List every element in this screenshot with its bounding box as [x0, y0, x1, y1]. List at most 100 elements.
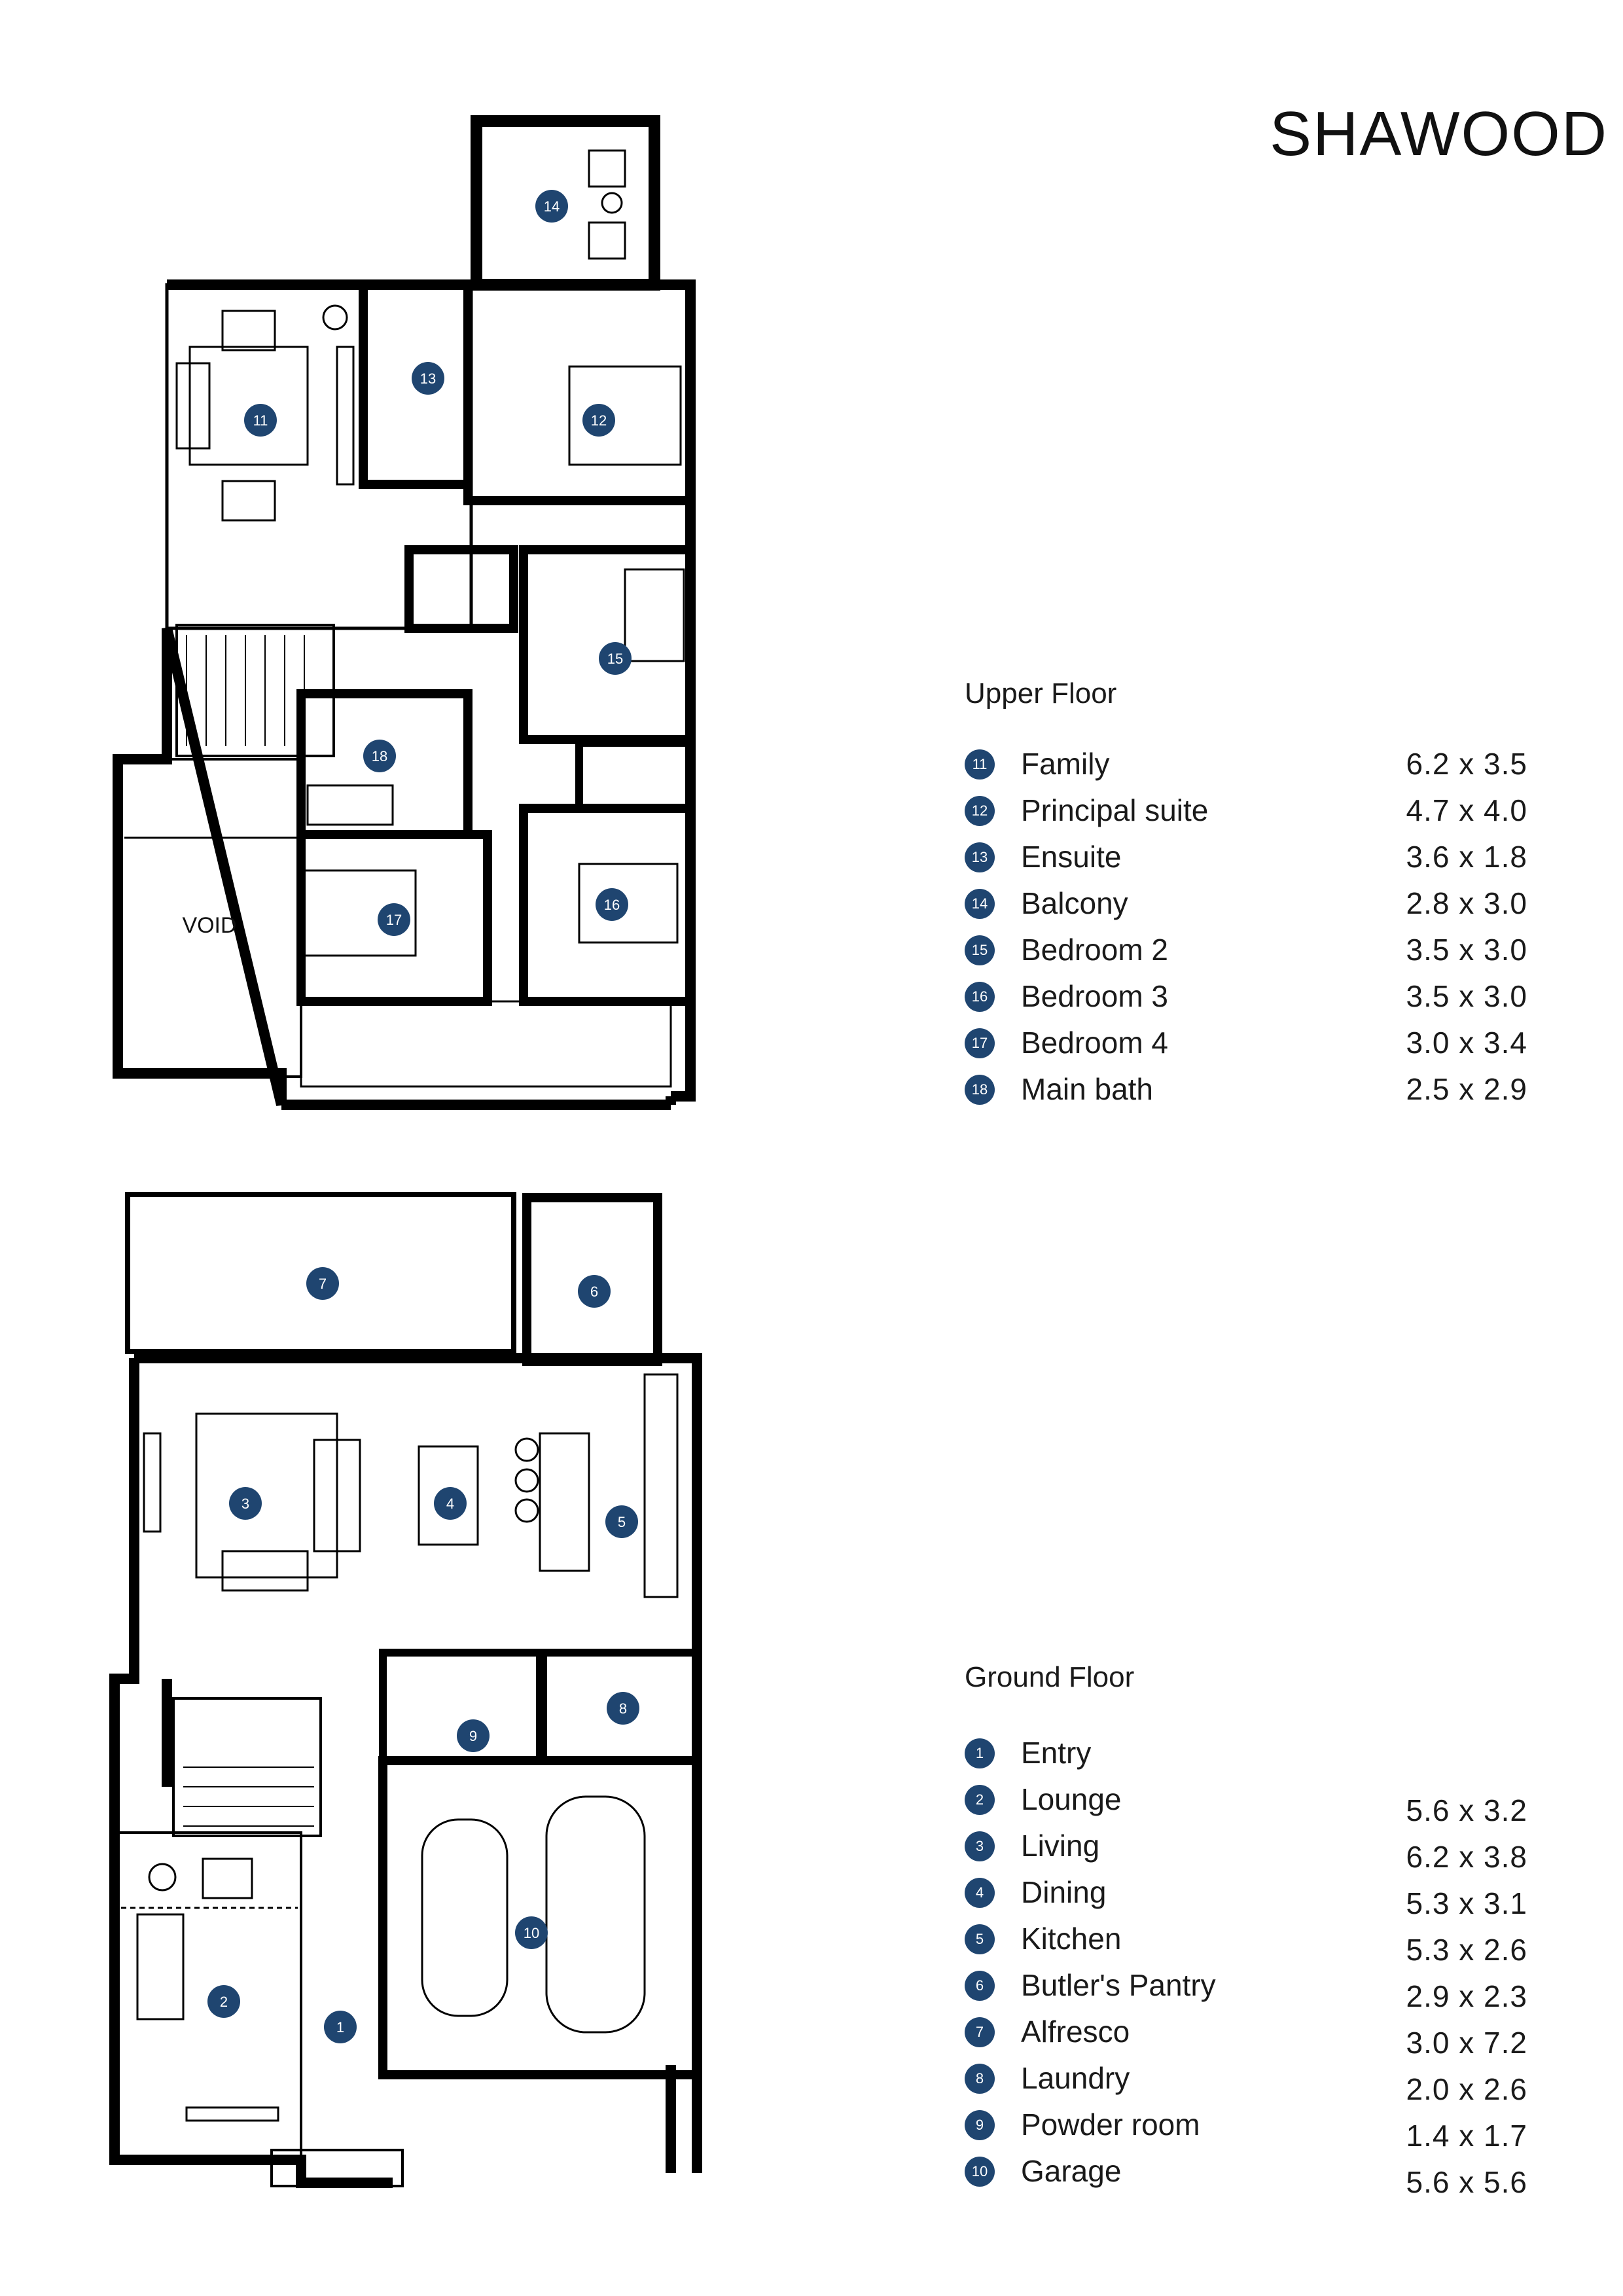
room-name: Dining [1021, 1875, 1107, 1909]
lounge-walls [113, 1831, 302, 2161]
upper-core [404, 545, 518, 633]
legend-row: 5 Kitchen [965, 1919, 1527, 1965]
plan-room-badge [412, 362, 444, 395]
room-number-badge: 14 [965, 889, 995, 919]
plan-room-badge [599, 642, 632, 675]
room-dimension: 3.0 x 3.4 [1406, 1026, 1527, 1060]
room-name: Bedroom 2 [1021, 933, 1169, 967]
plan-room-number: 13 [420, 370, 436, 387]
ground-floor-title: Ground Floor [965, 1661, 1135, 1693]
brand-logo: SHAWOOD [1270, 99, 1609, 169]
room-number-badge: 15 [965, 935, 995, 965]
room-number-badge: 2 [965, 1785, 995, 1815]
plan-room-number: 2 [220, 1994, 228, 2010]
room-number-badge: 6 [965, 1971, 995, 2001]
room-number-badge: 17 [965, 1028, 995, 1058]
room-name: Alfresco [1021, 2015, 1130, 2049]
room-name: Laundry [1021, 2061, 1130, 2095]
room-name: Main bath [1021, 1072, 1154, 1106]
plan-room-badge [207, 1985, 240, 2018]
room-dimension: 5.3 x 2.6 [1406, 1933, 1527, 1967]
room-dimension: 5.6 x 5.6 [1406, 2165, 1527, 2199]
alfresco-walls [125, 1192, 516, 1354]
plan-room-badge [607, 1692, 639, 1725]
family-room [165, 283, 473, 630]
legend-row: 8 Laundry [965, 2058, 1527, 2105]
bedroom-4-bed [303, 869, 417, 957]
room-name: Family [1021, 747, 1110, 781]
linen-cupboard [575, 739, 694, 812]
legend-row: 18 Main bath [965, 1069, 1527, 1116]
room-name: Living [1021, 1829, 1100, 1863]
room-dimension: 3.5 x 3.0 [1406, 933, 1527, 967]
plan-room-number: 11 [253, 412, 268, 429]
room-dimension: 2.8 x 3.0 [1406, 886, 1527, 920]
ground-floor-plan [109, 1192, 702, 2188]
room-number-badge: 7 [965, 2017, 995, 2047]
principal-suite-walls [463, 280, 695, 505]
room-number-badge: 1 [965, 1738, 995, 1768]
plan-room-number: 12 [591, 412, 607, 429]
plan-room-badge [457, 1719, 490, 1752]
ground-outer-wall [109, 1353, 702, 2188]
principal-bed [568, 365, 682, 466]
plan-room-number: 5 [618, 1514, 626, 1530]
room-name: Bedroom 4 [1021, 1026, 1169, 1060]
room-number-badge: 10 [965, 2157, 995, 2187]
room-number-badge: 4 [965, 1878, 995, 1908]
plan-room-badge [306, 1267, 339, 1300]
plan-room-number: 18 [372, 748, 387, 764]
room-name: Bedroom 3 [1021, 979, 1169, 1013]
plan-room-badge [363, 740, 396, 772]
legend-row: 10 Garage [965, 2151, 1527, 2198]
room-dimension: 2.9 x 2.3 [1406, 1979, 1527, 2013]
room-name: Entry [1021, 1736, 1092, 1770]
room-dimension: 6.2 x 3.5 [1406, 747, 1527, 781]
plan-room-badge [378, 903, 410, 936]
plan-room-badge [535, 190, 568, 223]
room-dimension: 3.0 x 7.2 [1406, 2026, 1527, 2060]
room-dimension: 6.2 x 3.8 [1406, 1840, 1527, 1874]
room-dimension: 1.4 x 1.7 [1406, 2119, 1527, 2153]
plan-room-number: 16 [604, 897, 620, 913]
room-number-badge: 18 [965, 1075, 995, 1105]
plan-room-badge [605, 1505, 638, 1538]
room-number-badge: 11 [965, 749, 995, 780]
plan-room-number: 7 [319, 1276, 327, 1292]
legend-row: 1 Entry [965, 1733, 1527, 1780]
plan-room-number: 8 [619, 1700, 627, 1717]
room-name: Ensuite [1021, 840, 1122, 874]
room-dimension: 2.5 x 2.9 [1406, 1072, 1527, 1106]
room-number-badge: 5 [965, 1924, 995, 1954]
upper-floor-plan [113, 115, 696, 1110]
room-name: Garage [1021, 2154, 1122, 2188]
garage-walls [378, 1756, 702, 2079]
room-dimension: 4.7 x 4.0 [1406, 793, 1527, 827]
room-number-badge: 3 [965, 1831, 995, 1861]
plan-room-number: 3 [241, 1496, 249, 1512]
plan-room-number: 10 [524, 1925, 539, 1941]
room-name: Powder room [1021, 2108, 1200, 2142]
legend-row: 17 Bedroom 4 [965, 1023, 1527, 1069]
plan-room-number: 6 [590, 1283, 598, 1300]
car-2 [545, 1795, 646, 2034]
stair-treads [186, 635, 305, 746]
ground-stairs [172, 1697, 322, 1837]
plan-room-badge [244, 404, 277, 437]
legend-row: 7 Alfresco [965, 2012, 1527, 2058]
plan-room-number: 9 [469, 1728, 477, 1744]
dining-table [418, 1445, 479, 1546]
room-number-badge: 8 [965, 2064, 995, 2094]
room-number-badge: 12 [965, 796, 995, 826]
plan-room-number: 14 [544, 198, 560, 215]
legend-row: 4 Dining [965, 1873, 1527, 1919]
room-name: Kitchen [1021, 1922, 1122, 1956]
